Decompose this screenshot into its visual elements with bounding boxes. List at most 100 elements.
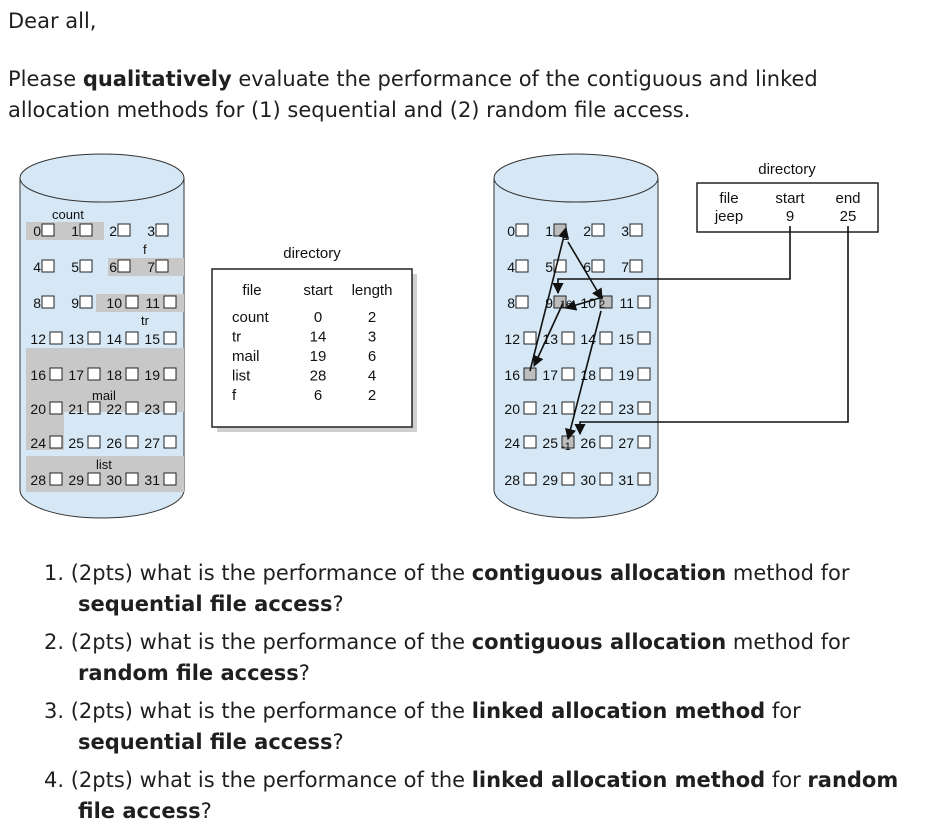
right-block-3 — [629, 223, 643, 237]
right-block-0 — [515, 223, 529, 237]
dir-row-file: list — [232, 368, 251, 385]
left-block-4 — [41, 259, 55, 273]
dir-row-length: 4 — [368, 368, 376, 385]
left-block-number-21: 21 — [68, 401, 84, 417]
right-block-number-16: 16 — [504, 367, 520, 383]
right-block-number-9: 9 — [545, 295, 553, 311]
left-block-14 — [125, 331, 139, 345]
intro-bold: qualitatively — [82, 67, 232, 91]
left-block-number-4: 4 — [33, 259, 41, 275]
left-block-30 — [125, 472, 139, 486]
left-block-number-8: 8 — [33, 295, 41, 311]
left-block-number-20: 20 — [30, 401, 46, 417]
label-mail: mail — [92, 388, 116, 403]
right-block-18 — [599, 367, 613, 381]
left-block-number-2: 2 — [109, 223, 117, 239]
dir-row-file: tr — [232, 329, 241, 346]
right-block-number-1: 1 — [545, 223, 553, 239]
left-block-number-29: 29 — [68, 472, 84, 488]
left-block-27 — [163, 435, 177, 449]
linked-header-start: start — [775, 190, 805, 207]
right-block-number-5: 5 — [545, 259, 553, 275]
left-block-22 — [125, 401, 139, 415]
pointer-25: -1 — [561, 441, 571, 453]
right-block-13 — [561, 331, 575, 345]
right-block-26 — [599, 435, 613, 449]
linked-row-start: 9 — [786, 208, 794, 225]
left-block-number-10: 10 — [106, 295, 122, 311]
left-block-5 — [79, 259, 93, 273]
right-block-number-15: 15 — [618, 331, 634, 347]
dir-row-start: 14 — [310, 329, 327, 346]
left-block-number-15: 15 — [144, 331, 160, 347]
right-block-number-21: 21 — [542, 401, 558, 417]
question-3: 3. (2pts) what is the performance of the… — [44, 699, 801, 754]
left-block-number-16: 16 — [30, 367, 46, 383]
right-block-number-20: 20 — [504, 401, 520, 417]
right-block-number-4: 4 — [507, 259, 515, 275]
right-block-number-31: 31 — [618, 472, 634, 488]
linked-header-file: file — [719, 190, 738, 207]
dir-row-length: 6 — [368, 348, 376, 365]
right-block-15 — [637, 331, 651, 345]
right-block-number-8: 8 — [507, 295, 515, 311]
right-block-10 — [599, 295, 613, 309]
left-block-24 — [49, 435, 63, 449]
dir-row-start: 0 — [314, 309, 322, 326]
right-block-12 — [523, 331, 537, 345]
left-block-number-24: 24 — [30, 435, 46, 451]
right-block-number-7: 7 — [621, 259, 629, 275]
left-block-1 — [79, 223, 93, 237]
chain-arrows — [529, 226, 604, 441]
right-block-31 — [637, 472, 651, 486]
left-block-29 — [87, 472, 101, 486]
left-block-number-18: 18 — [106, 367, 122, 383]
left-block-12 — [49, 331, 63, 345]
left-block-number-13: 13 — [68, 331, 84, 347]
left-block-3 — [155, 223, 169, 237]
right-block-21 — [561, 401, 575, 415]
left-block-25 — [87, 435, 101, 449]
right-block-24 — [523, 435, 537, 449]
linked-directory: directory file start end jeep 9 25 — [552, 161, 879, 436]
left-block-number-28: 28 — [30, 472, 46, 488]
left-block-number-31: 31 — [144, 472, 160, 488]
right-block-number-2: 2 — [583, 223, 591, 239]
left-block-7 — [155, 259, 169, 273]
right-block-number-28: 28 — [504, 472, 520, 488]
question-list: 1. (2pts) what is the performance of the… — [44, 558, 924, 834]
right-block-14 — [599, 331, 613, 345]
right-block-number-29: 29 — [542, 472, 558, 488]
right-block-number-30: 30 — [580, 472, 596, 488]
dir-row-length: 2 — [368, 309, 376, 326]
left-block-number-23: 23 — [144, 401, 160, 417]
allocated-region-5 — [96, 402, 184, 412]
right-block-number-3: 3 — [621, 223, 629, 239]
dir-row-start: 19 — [310, 348, 327, 365]
left-block-number-26: 26 — [106, 435, 122, 451]
right-block-23 — [637, 401, 651, 415]
left-block-number-11: 11 — [145, 295, 160, 311]
left-block-number-3: 3 — [147, 223, 155, 239]
left-block-31 — [163, 472, 177, 486]
left-block-9 — [79, 295, 93, 309]
left-block-23 — [163, 401, 177, 415]
left-block-number-1: 1 — [71, 223, 79, 239]
right-block-number-24: 24 — [504, 435, 520, 451]
right-block-number-25: 25 — [542, 435, 558, 451]
left-block-number-27: 27 — [144, 435, 160, 451]
allocated-region-4 — [26, 348, 64, 450]
left-block-number-25: 25 — [68, 435, 84, 451]
linked-header-end: end — [835, 190, 860, 207]
intro-paragraph: Please qualitatively evaluate the perfor… — [8, 64, 908, 126]
right-block-7 — [629, 259, 643, 273]
left-block-number-5: 5 — [71, 259, 79, 275]
left-block-26 — [125, 435, 139, 449]
right-block-30 — [599, 472, 613, 486]
right-block-number-0: 0 — [507, 223, 515, 239]
right-block-number-6: 6 — [583, 259, 591, 275]
